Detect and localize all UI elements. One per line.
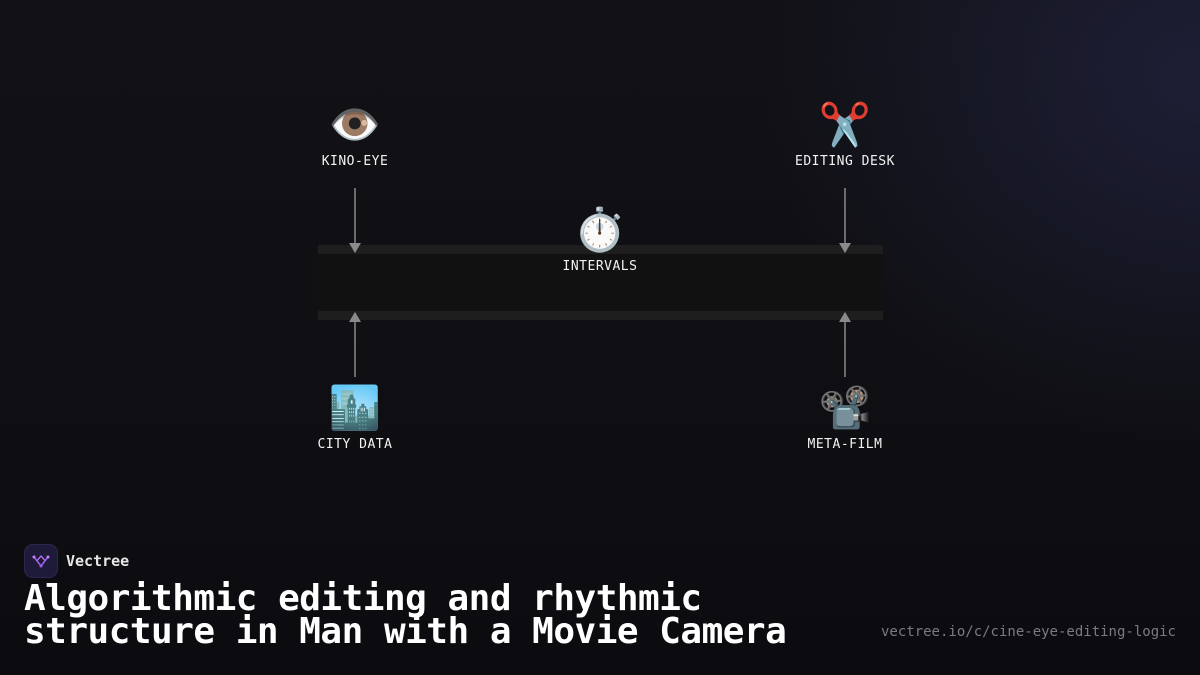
node-label-city-data: CITY DATA bbox=[317, 437, 393, 452]
stopwatch-icon: ⏱️ bbox=[573, 205, 627, 254]
node-city-data: 🏙️ CITY DATA bbox=[265, 383, 445, 452]
brand[interactable]: Vectree bbox=[24, 544, 129, 578]
editing-diagram: 👁️ KINO-EYE ✂️ EDITING DESK ⏱️ INTERVALS… bbox=[265, 100, 935, 452]
timeline-band-bottom-edge bbox=[318, 311, 883, 320]
brand-name: Vectree bbox=[66, 552, 130, 570]
timeline-band bbox=[318, 254, 883, 311]
vectree-logo-mark bbox=[32, 555, 50, 568]
node-label-intervals: INTERVALS bbox=[562, 259, 638, 274]
film-projector-icon: 📽️ bbox=[818, 383, 872, 432]
node-label-meta-film: META-FILM bbox=[807, 437, 883, 452]
node-intervals: ⏱️ INTERVALS bbox=[510, 205, 690, 274]
node-kino-eye: 👁️ KINO-EYE bbox=[265, 100, 445, 169]
cityscape-icon: 🏙️ bbox=[328, 383, 382, 432]
node-label-kino-eye: KINO-EYE bbox=[321, 154, 389, 169]
diagram-canvas bbox=[318, 188, 883, 377]
node-meta-film: 📽️ META-FILM bbox=[755, 383, 935, 452]
timeline-band-top-edge bbox=[318, 245, 883, 254]
node-editing-desk: ✂️ EDITING DESK bbox=[755, 100, 935, 169]
page-title: Algorithmic editing and rhythmic structu… bbox=[24, 578, 787, 652]
scissors-icon: ✂️ bbox=[818, 100, 872, 149]
source-url[interactable]: vectree.io/c/cine-eye-editing-logic bbox=[880, 624, 1176, 640]
node-label-editing-desk: EDITING DESK bbox=[795, 154, 895, 169]
eye-icon: 👁️ bbox=[328, 100, 382, 149]
vectree-logo-icon bbox=[24, 544, 58, 578]
